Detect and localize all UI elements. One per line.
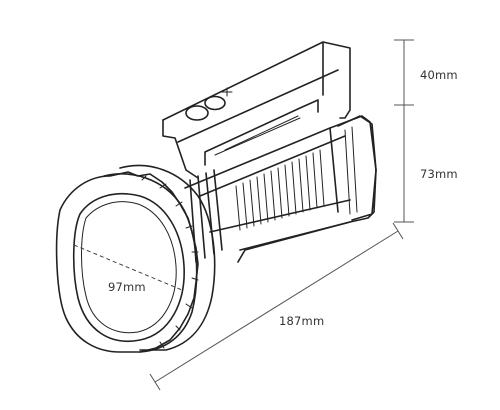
length-dimension-line	[149, 222, 404, 391]
flashlight-handle	[162, 41, 351, 179]
mode-button	[204, 87, 233, 111]
height-dimension-lines	[394, 39, 414, 223]
flashlight-body	[184, 115, 377, 263]
lens-diameter-line	[73, 244, 183, 291]
handle-height-label: 40mm	[420, 68, 458, 82]
total-length-label: 187mm	[279, 314, 324, 328]
body-height-label: 73mm	[420, 167, 458, 181]
lens-diameter-label: 97mm	[108, 280, 146, 294]
flashlight-head	[55, 164, 216, 353]
power-button	[185, 105, 209, 121]
lens	[72, 192, 185, 342]
grip-ribs	[235, 149, 325, 231]
